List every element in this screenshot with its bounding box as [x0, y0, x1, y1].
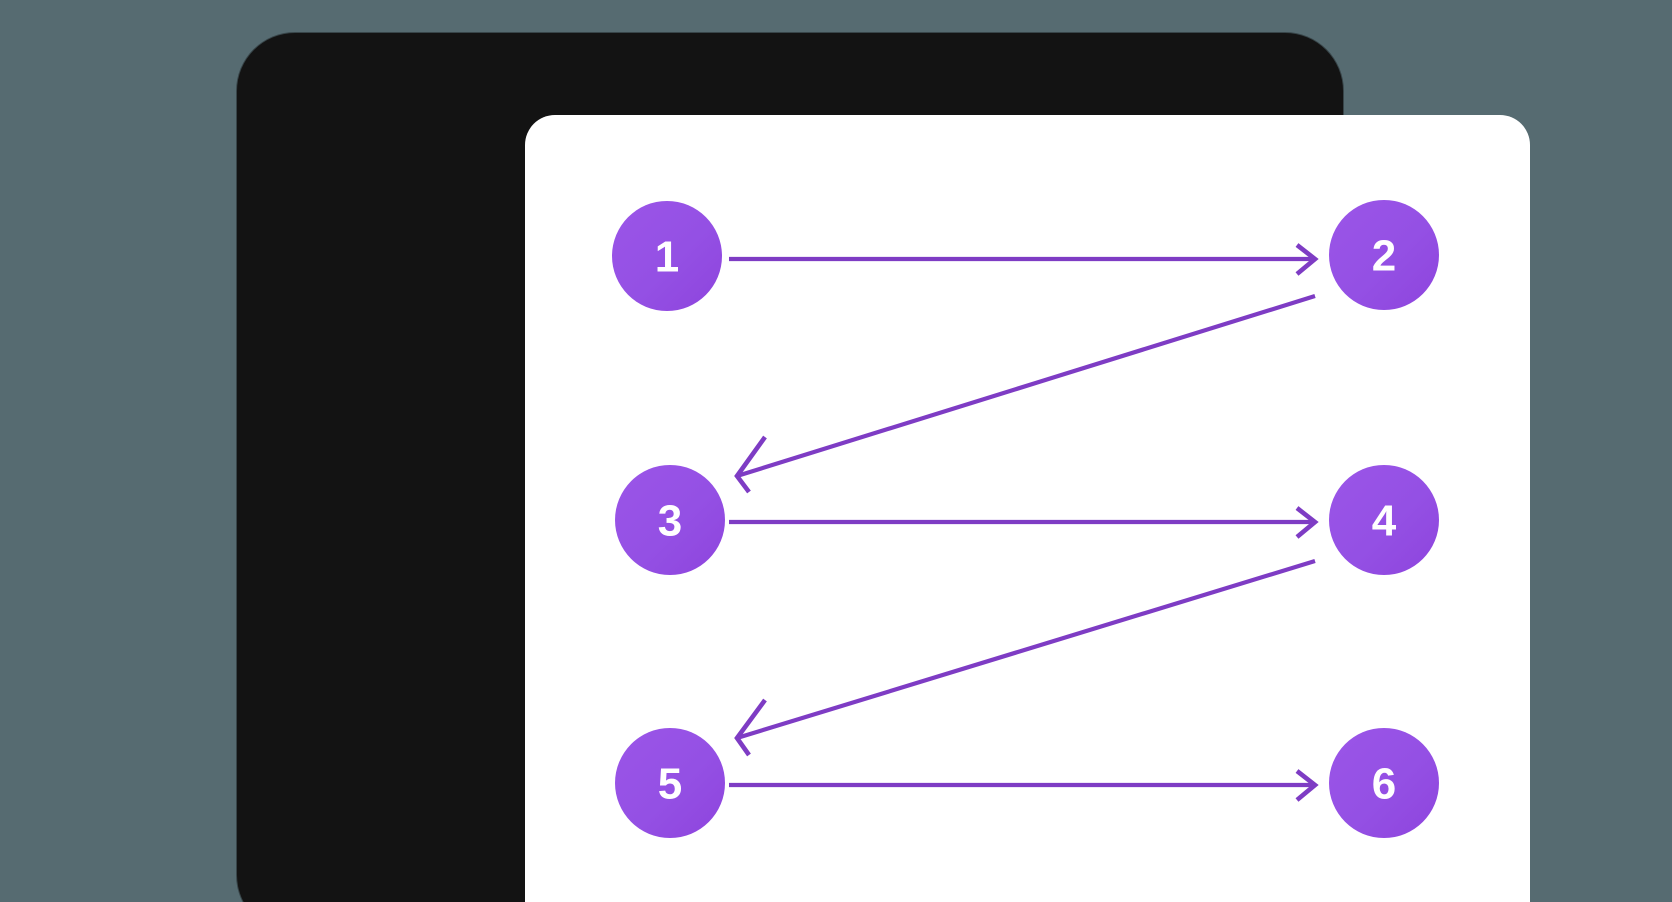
device-screen: 1 2 3 4 5 6: [525, 115, 1530, 902]
edge-arrow-4-to-5: [734, 558, 1316, 757]
diagram-node-6[interactable]: 6: [1329, 728, 1439, 838]
node-label: 1: [655, 233, 679, 282]
node-circle[interactable]: [1329, 728, 1439, 838]
nodes-layer: 1 2 3 4 5 6: [612, 200, 1439, 838]
edges-layer: [729, 243, 1319, 802]
node-circle[interactable]: [612, 201, 722, 311]
node-circle[interactable]: [1329, 465, 1439, 575]
node-label: 6: [1372, 760, 1396, 809]
arrowhead-icon: [1295, 769, 1319, 802]
diagram-node-2[interactable]: 2: [1329, 200, 1439, 310]
arrowhead-icon: [1295, 506, 1319, 539]
node-label: 2: [1372, 232, 1396, 281]
edge-arrow-5-to-6: [729, 769, 1319, 802]
node-circle[interactable]: [615, 465, 725, 575]
node-label: 3: [658, 497, 682, 546]
diagram-node-3[interactable]: 3: [615, 465, 725, 575]
node-circle[interactable]: [1329, 200, 1439, 310]
diagram-node-4[interactable]: 4: [1329, 465, 1439, 575]
arrowhead-icon: [734, 435, 767, 494]
arrowhead-icon: [734, 698, 767, 757]
node-circle[interactable]: [615, 728, 725, 838]
node-flow-diagram: 1 2 3 4 5 6: [612, 200, 1439, 838]
arrowhead-icon: [1295, 243, 1319, 276]
edge-arrow-2-to-3: [734, 293, 1316, 494]
device-bezel: 1 2 3 4 5 6: [231, 27, 1530, 902]
edge-arrow-3-to-4: [729, 506, 1319, 539]
node-label: 4: [1372, 497, 1397, 546]
diagram-node-5[interactable]: 5: [615, 728, 725, 838]
edge-line: [736, 558, 1316, 741]
diagram-node-1[interactable]: 1: [612, 201, 722, 311]
edge-line: [736, 293, 1316, 479]
edge-arrow-1-to-2: [729, 243, 1319, 276]
node-label: 5: [658, 760, 682, 809]
